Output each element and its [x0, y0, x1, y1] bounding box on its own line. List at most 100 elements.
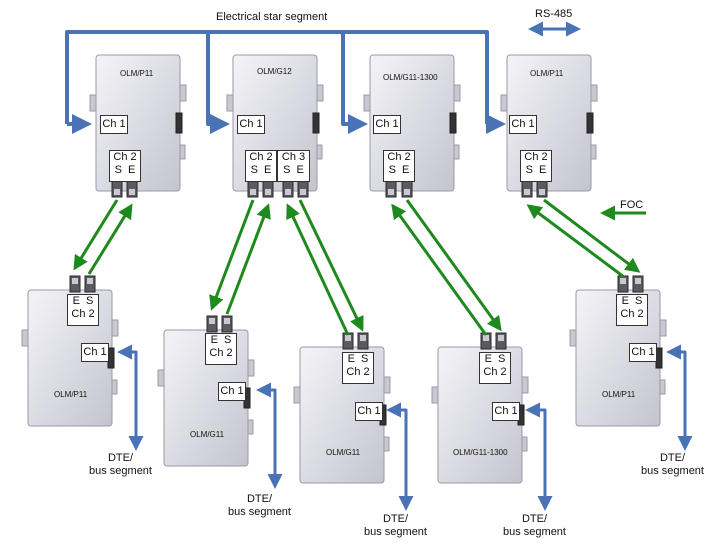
- fiber-port-ferrule: [404, 189, 410, 195]
- ch1-port-top-4: Ch 1: [509, 115, 537, 134]
- fiber-links: [73, 198, 646, 336]
- fiber-port-ferrule: [87, 278, 93, 284]
- ch1-port-bottom-2: Ch 1: [218, 382, 246, 401]
- bus-drop-3: [341, 32, 368, 134]
- device-side-clip: [111, 319, 119, 337]
- ch2-label: Ch 2: [620, 308, 644, 320]
- device-side-clip: [111, 379, 118, 395]
- fiber-connectors: [69, 180, 644, 350]
- dte-line: DTE/: [107, 452, 134, 464]
- fiber-5b: [543, 198, 641, 273]
- model-label-top-1: OLM/P11: [120, 69, 154, 78]
- fiber-port-ferrule: [224, 318, 230, 324]
- ch2-port-top-1: Ch 2 S E: [109, 150, 141, 182]
- dte-label-1: DTE/ bus segment: [89, 452, 152, 478]
- fiber-port-ferrule: [524, 189, 530, 195]
- ch1-port-top-3: Ch 1: [373, 115, 401, 134]
- model-label-bottom-2: OLM/G11: [190, 430, 225, 439]
- device-side-clip: [590, 144, 597, 160]
- ch3-se-label: S E: [283, 164, 304, 176]
- device-side-clip: [500, 94, 508, 112]
- fiber-1a: [73, 199, 119, 271]
- device-side-clip: [453, 84, 461, 102]
- device-side-clip: [89, 94, 97, 112]
- ch2-port-top-4: Ch 2 S E: [520, 150, 552, 182]
- dte-line: DTE/: [521, 513, 548, 525]
- fiber-port-ferrule: [635, 278, 641, 284]
- ch1-port-top-2: Ch 1: [237, 115, 265, 134]
- device-side-clip: [363, 94, 371, 112]
- ch2-port-bottom-1: E S Ch 2: [67, 294, 99, 326]
- device-side-clip: [383, 376, 391, 394]
- fiber-3a: [286, 203, 350, 336]
- ch2-port-bottom-2: E S Ch 2: [205, 333, 237, 365]
- ch2-es-label: E S: [72, 295, 94, 307]
- fiber-port-ferrule: [483, 335, 489, 341]
- model-label-bottom-4: OLM/G11-1300: [453, 448, 508, 457]
- dte-label-4: DTE/ bus segment: [503, 513, 566, 539]
- fiber-port-ferrule: [209, 318, 215, 324]
- device-side-clip: [431, 386, 439, 404]
- device-side-clip: [569, 329, 577, 347]
- device-side-clip: [157, 369, 165, 387]
- device-side-clip: [590, 84, 598, 102]
- fiber-4a: [391, 203, 488, 336]
- fiber-port-ferrule: [114, 189, 120, 195]
- device-side-clip: [521, 376, 529, 394]
- dte-link-1: [117, 344, 144, 451]
- device-side-clip: [247, 419, 254, 435]
- model-label-bottom-3: OLM/G11: [326, 448, 361, 457]
- ch2-label: Ch 2: [249, 151, 273, 163]
- ch2-es-label: E S: [484, 353, 506, 365]
- ch3-port-top-2: Ch 3 S E: [277, 150, 310, 182]
- ch2-es-label: E S: [347, 353, 369, 365]
- fiber-1b: [87, 203, 133, 275]
- ch2-port-bottom-3: E S Ch 2: [342, 352, 374, 384]
- fiber-2a: [209, 199, 255, 311]
- ch2-se-label: S E: [525, 164, 547, 176]
- ch2-label: Ch 2: [387, 151, 411, 163]
- ch1-socket: [449, 112, 457, 134]
- ch2-es-label: E S: [621, 295, 643, 307]
- device-side-clip: [226, 94, 234, 112]
- bus-segment-line: bus segment: [89, 465, 152, 477]
- dte-line: DTE/: [246, 493, 273, 505]
- dte-label-2: DTE/ bus segment: [228, 493, 291, 519]
- bus-segment-line: bus segment: [364, 526, 427, 538]
- device-side-clip: [179, 84, 187, 102]
- device-side-clip: [247, 359, 255, 377]
- fiber-port-ferrule: [129, 189, 135, 195]
- device-side-clip: [453, 144, 460, 160]
- fiber-5a: [526, 204, 625, 279]
- bus-drop-2: [206, 32, 230, 134]
- ch2-label: Ch 2: [346, 366, 370, 378]
- ch1-port-top-1: Ch 1: [100, 115, 128, 134]
- model-label-bottom-1: OLM/P11: [54, 390, 88, 399]
- bus-line: [65, 30, 489, 124]
- dte-link-5: [666, 344, 693, 451]
- device-side-clip: [21, 329, 29, 347]
- ch1-port-bottom-4: Ch 1: [492, 402, 520, 421]
- device-side-clip: [179, 144, 186, 160]
- ch2-port-bottom-4: E S Ch 2: [479, 352, 511, 384]
- dte-link-4: [525, 402, 553, 511]
- device-side-clip: [316, 144, 323, 160]
- fiber-port-ferrule: [388, 189, 394, 195]
- device-side-clip: [293, 386, 301, 404]
- dte-label-5: DTE/ bus segment: [641, 452, 704, 478]
- dte-line: DTE/: [382, 513, 409, 525]
- foc-label: FOC: [620, 199, 644, 211]
- electrical-star-segment-label: Electrical star segment: [216, 11, 328, 23]
- ch1-port-bottom-3: Ch 1: [355, 402, 383, 421]
- ch1-socket: [312, 112, 320, 134]
- bus-segment-line: bus segment: [503, 526, 566, 538]
- ch1-socket: [175, 112, 183, 134]
- ch2-se-label: S E: [114, 164, 136, 176]
- fiber-2b: [225, 203, 271, 315]
- device-side-clip: [659, 379, 666, 395]
- ch1-socket: [586, 112, 594, 134]
- ch2-label: Ch 2: [71, 308, 95, 320]
- fiber-3b: [298, 199, 364, 332]
- device-side-clip: [316, 84, 324, 102]
- fiber-port-ferrule: [345, 335, 351, 341]
